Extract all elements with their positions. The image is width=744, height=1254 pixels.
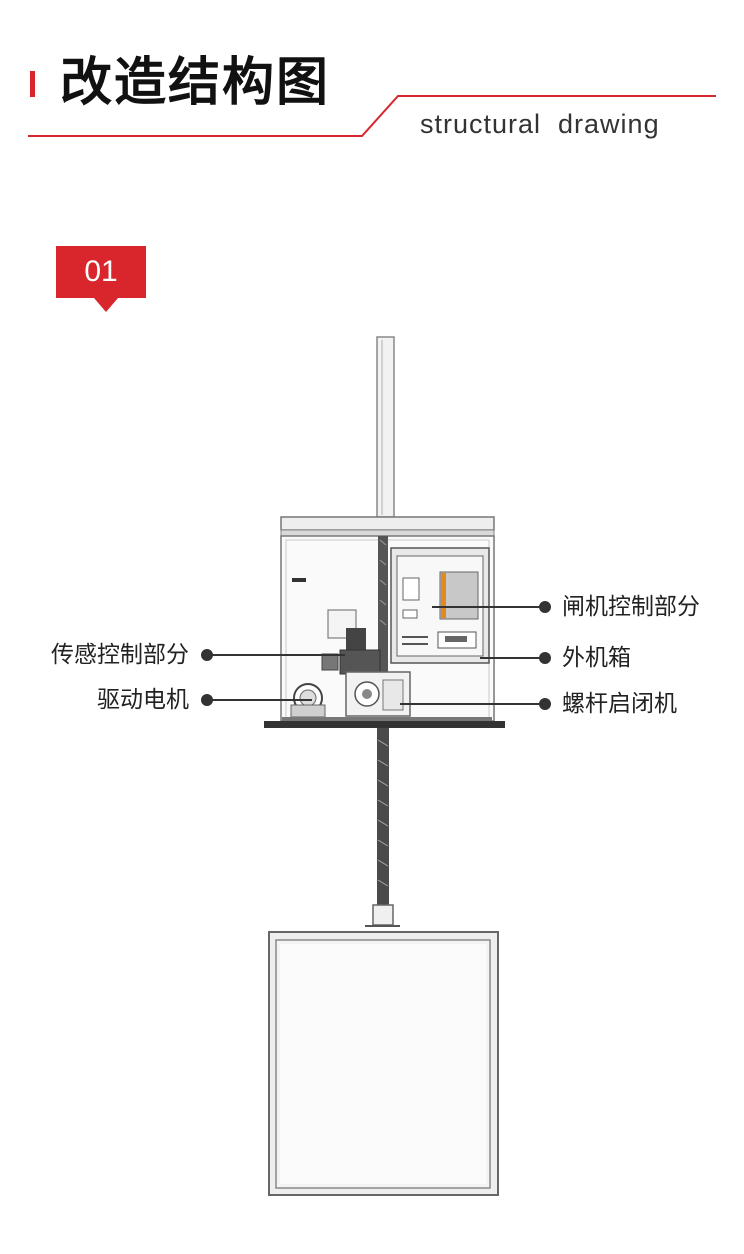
page-title: 改造结构图 <box>60 53 331 113</box>
top-rod <box>376 336 395 518</box>
leader-lines <box>201 601 551 710</box>
section-badge-shape <box>56 246 146 312</box>
indicator-slot <box>292 578 306 582</box>
label-gate-control: 闸机控制部分 <box>562 594 700 620</box>
housing-top-cover <box>280 516 495 531</box>
page-subtitle: structural drawing <box>420 109 660 139</box>
label-drive-motor: 驱动电机 <box>97 687 189 713</box>
gate-connector <box>372 904 394 926</box>
header-accent-bar <box>30 71 35 97</box>
structure-diagram <box>201 336 551 1196</box>
section-badge: 01 <box>84 255 118 288</box>
label-sensor-control: 传感控制部分 <box>51 642 189 668</box>
screw-shaft-upper <box>378 536 388 686</box>
screw-rod <box>377 728 389 908</box>
header-divider-line <box>28 95 716 137</box>
label-screw-hoist: 螺杆启闭机 <box>562 691 677 717</box>
housing-base-plate <box>264 721 505 728</box>
header-decoration <box>28 71 716 312</box>
controller-module <box>439 571 479 620</box>
label-outer-box: 外机箱 <box>562 645 631 671</box>
